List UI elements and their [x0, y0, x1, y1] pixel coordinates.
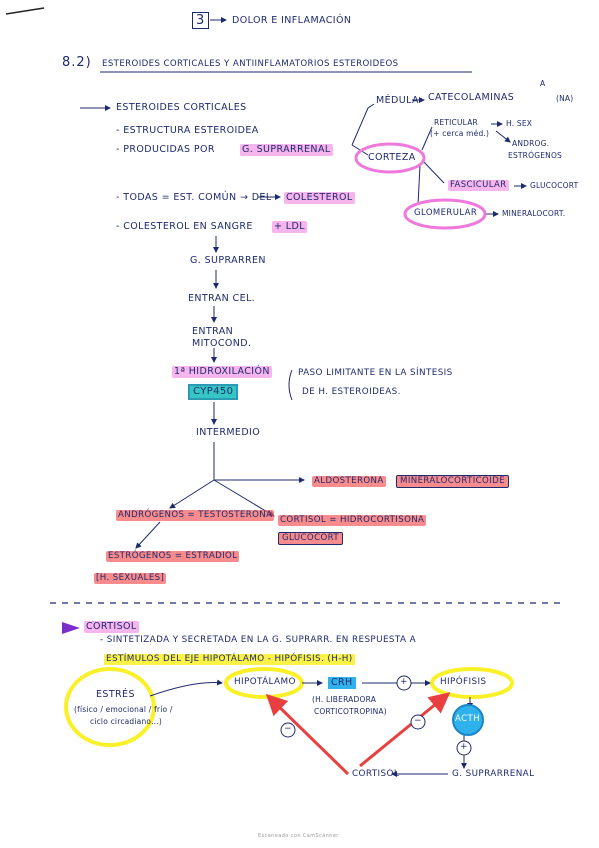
- highlight-ldl: + LDL: [272, 221, 307, 233]
- sign-plus-acth: +: [460, 742, 468, 752]
- scanner-watermark: Escaneado con CamScanner: [258, 833, 339, 839]
- label-na: (NA): [556, 94, 574, 103]
- node-estres-sub-2: ciclo circadiano...): [90, 717, 162, 726]
- label-h-sex: H. SEX: [506, 119, 533, 128]
- node-cortisol: CORTISOL: [352, 769, 400, 779]
- step-entran-cel: ENTRAN CEL.: [188, 293, 256, 304]
- cortisol-line-1: - SINTETIZADA Y SECRETADA EN LA G. SUPRA…: [100, 635, 417, 645]
- label-corteza: CORTEZA: [368, 152, 416, 163]
- section-title: ESTEROIDES CORTICALES Y ANTIINFLAMATORIO…: [102, 59, 399, 69]
- label-catecolaminas: CATECOLAMINAS: [428, 92, 515, 103]
- bullet-producidas: - PRODUCIDAS POR: [116, 144, 215, 155]
- sign-minus-hipofisis: −: [414, 716, 422, 726]
- cortisol-line-2: ESTÍMULOS DEL EJE HIPOTÁLAMO - HIPÓFISIS…: [104, 654, 355, 665]
- step-entran-mitocond: ENTRAN MITOCOND.: [192, 326, 252, 349]
- product-cortisol: CORTISOL = HIDROCORTISONA: [278, 515, 427, 526]
- node-acth: ACTH: [455, 714, 481, 724]
- enzyme-cyp450: CYP450: [188, 384, 239, 400]
- bullet-estructura: - ESTRUCTURA ESTEROIDEA: [116, 125, 259, 136]
- chapter-title: DOLOR E INFLAMACIÓN: [232, 15, 352, 26]
- node-crh-sub-1: (H. LIBERADORA: [312, 695, 377, 704]
- label-fascicular: FASCICULAR: [448, 180, 509, 191]
- cortisol-heading: CORTISOL: [84, 621, 139, 633]
- label-glomerular: GLOMERULAR: [414, 208, 478, 218]
- highlight-g-suprarrenal: G. SUPRARRENAL: [240, 144, 333, 156]
- label-reticular-sub: (+ cerca méd.): [430, 129, 490, 138]
- sign-plus-crh: +: [400, 677, 408, 687]
- left-heading: ESTEROIDES CORTICALES: [116, 102, 247, 113]
- label-a: A: [540, 79, 546, 88]
- node-estres-sub-1: (físico / emocional / frío /: [74, 705, 173, 714]
- product-mineralocorticoide: MINERALOCORTICOIDE: [396, 475, 509, 488]
- bullet-todas: - TODAS = EST. COMÚN → DEL: [116, 192, 272, 203]
- label-androg: ANDROG.: [512, 139, 550, 148]
- node-crh-sub-2: CORTICOTROPINA): [314, 707, 387, 716]
- note-paso-limitante: PASO LIMITANTE EN LA SÍNTESIS: [298, 368, 453, 378]
- step-hidroxilacion: 1ª HIDROXILACIÓN: [172, 366, 272, 378]
- product-glucocort-box: GLUCOCORT: [278, 532, 344, 545]
- sign-minus-hipotalamo: −: [284, 724, 292, 734]
- step-g-suprarren: G. SUPRARREN: [190, 255, 266, 266]
- label-estrogenos: ESTRÓGENOS: [508, 151, 563, 160]
- step-intermedio: INTERMEDIO: [196, 427, 261, 438]
- chapter-number: 3: [192, 12, 210, 29]
- note-paso-limitante-2: DE H. ESTEROIDEAS.: [302, 387, 401, 397]
- label-glucocort: GLUCOCORT: [530, 181, 579, 190]
- label-mineralocort: MINERALOCORT.: [502, 209, 566, 218]
- node-crh: CRH: [328, 677, 356, 689]
- label-h-sexuales: [H. SEXUALES]: [94, 573, 167, 584]
- node-g-suprarrenal: G. SUPRARRENAL: [452, 769, 535, 779]
- product-estrogenos: ESTRÓGENOS = ESTRADIOL: [106, 551, 240, 562]
- label-medula: MÉDULA: [376, 95, 419, 106]
- node-hipofisis: HIPÓFISIS: [440, 677, 487, 687]
- node-estres: ESTRÉS: [96, 689, 135, 700]
- product-androgenos: ANDRÓGENOS = TESTOSTERONA: [116, 510, 275, 521]
- highlight-colesterol: COLESTEROL: [284, 192, 355, 204]
- node-hipotalamo: HIPOTÁLAMO: [234, 677, 296, 687]
- bullet-colesterol-sangre: - COLESTEROL EN SANGRE: [116, 221, 253, 232]
- product-aldosterona: ALDOSTERONA: [312, 476, 386, 487]
- label-reticular: RETICULAR: [434, 118, 478, 127]
- section-number: 8.2): [62, 55, 92, 70]
